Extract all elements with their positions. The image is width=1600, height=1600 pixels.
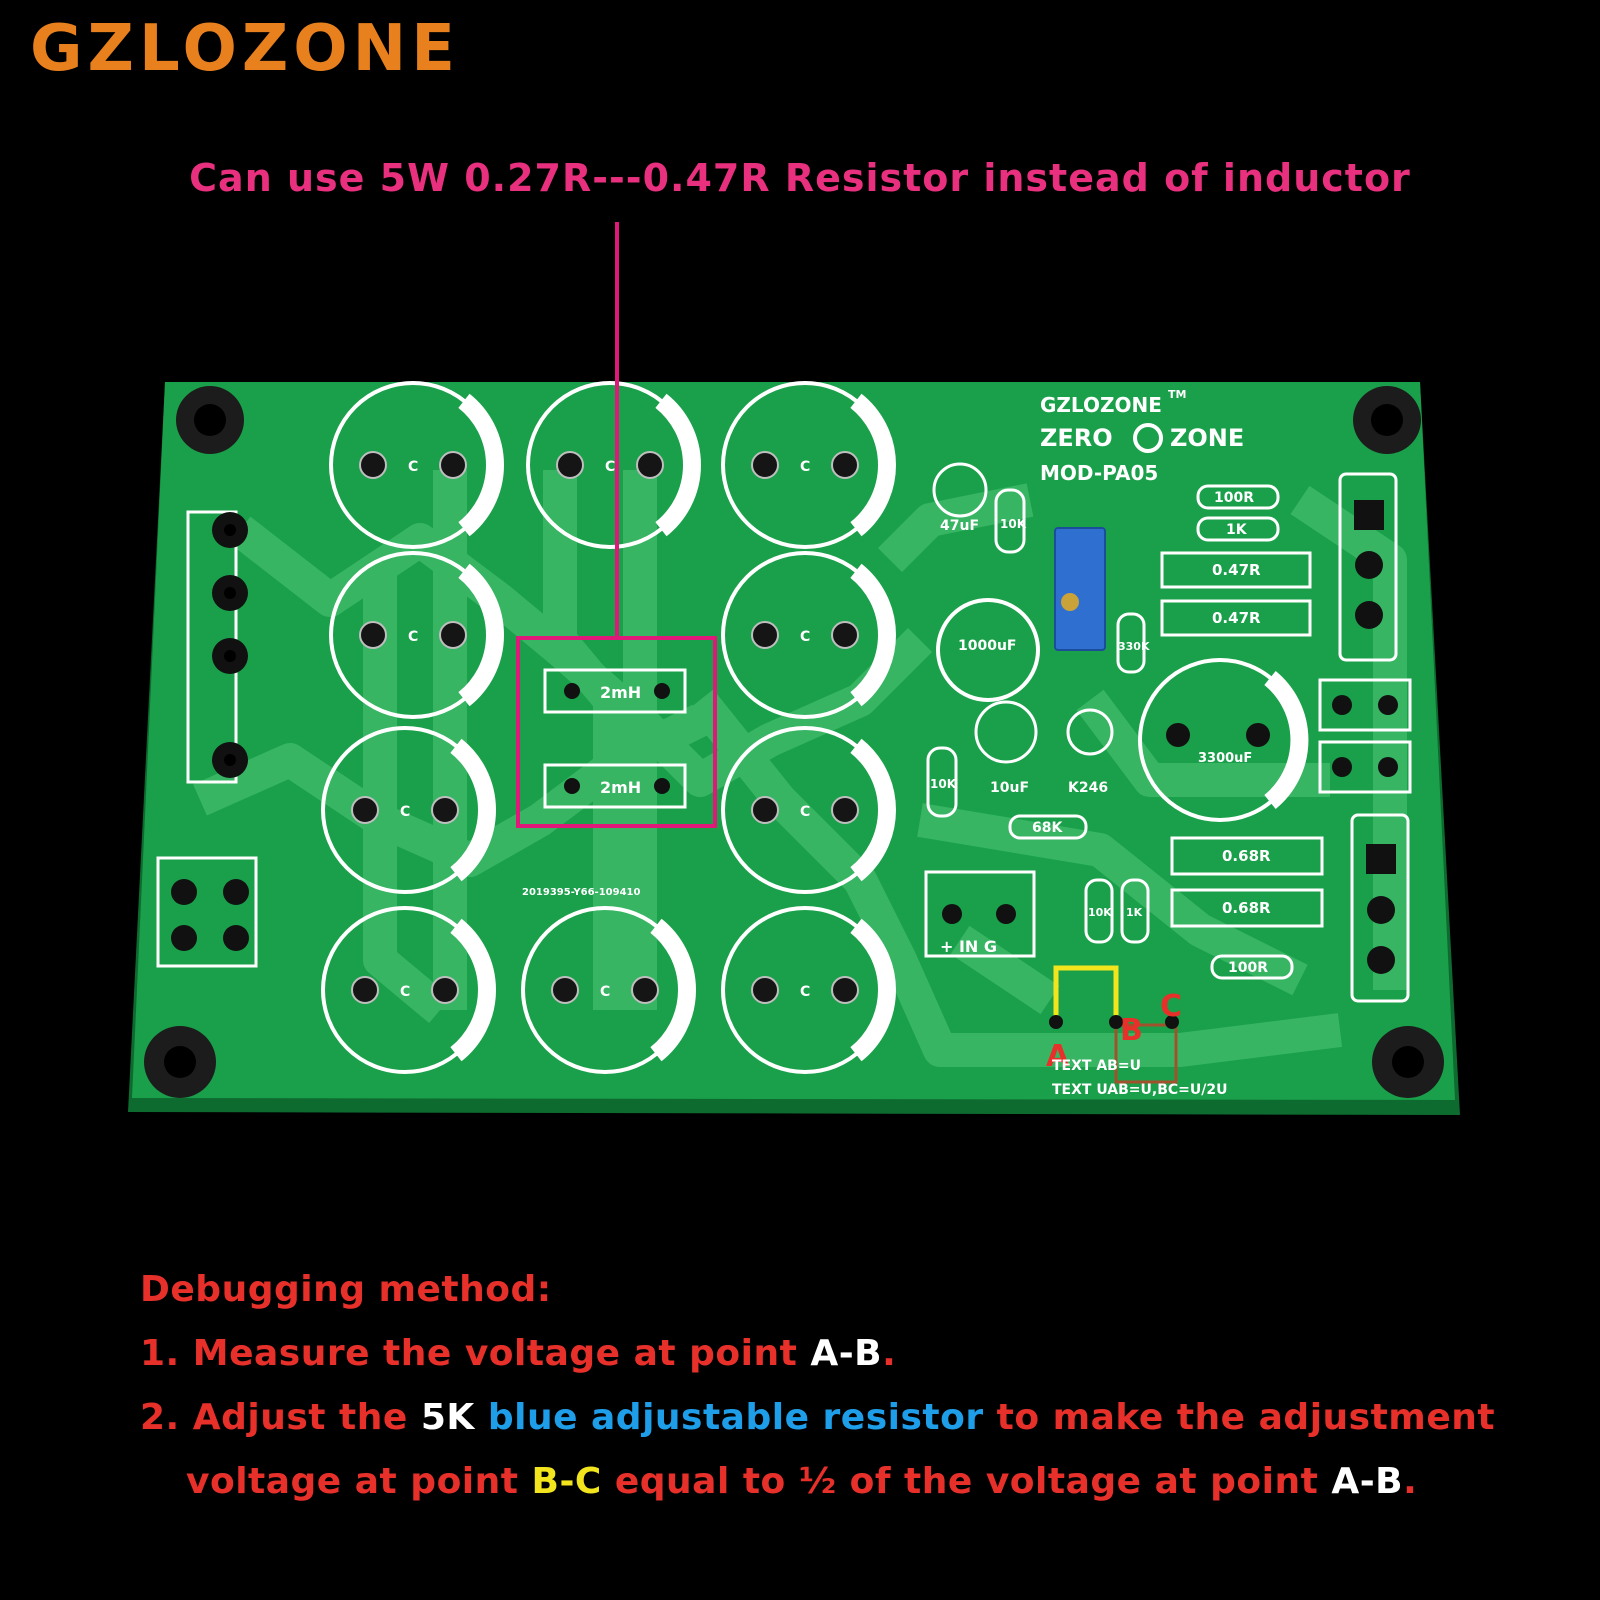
label-10uf: 10uF (990, 780, 1029, 796)
capacitor-marking: C (400, 804, 410, 820)
step-2-middle: equal to ½ of the voltage at point (601, 1461, 1332, 1502)
yellow-jumper-wire (1053, 965, 1119, 1022)
capacitor-footprint: C (521, 906, 696, 1074)
label-10k-a: 10K (1000, 517, 1027, 531)
label-330k: 330K (1118, 640, 1150, 653)
inductor-label-bottom: 2mH (600, 778, 641, 797)
label-k246: K246 (1068, 780, 1108, 796)
instructions-heading: Debugging method: (140, 1269, 552, 1310)
step-2-rest: to make the adjustment (983, 1397, 1496, 1438)
label-3300uf: 3300uF (1198, 751, 1252, 766)
label-068r-b: 0.68R (1222, 899, 1271, 917)
capacitor-footprint: C (321, 726, 496, 894)
capacitor-footprints: C C C C C C C C C C (321, 381, 896, 1074)
label-10k-c: 10K (1088, 906, 1112, 919)
capacitor-marking: C (605, 459, 615, 475)
brand-title: GZLOZONE (30, 12, 460, 86)
step-1-text: 1. Measure the voltage at point (140, 1333, 811, 1374)
step-2-line2-start: voltage at point (186, 1461, 532, 1502)
step-2-value: 5K (420, 1397, 475, 1438)
label-input-terminal: + IN G (940, 937, 997, 956)
capacitor-marking: C (400, 984, 410, 1000)
blue-trimmer-potentiometer (1054, 527, 1106, 651)
bc-bracket (1114, 1023, 1178, 1084)
capacitor-footprint: C (721, 726, 896, 894)
callout-highlight-box (516, 636, 717, 828)
capacitor-marking: C (800, 459, 810, 475)
capacitor-marking: C (800, 804, 810, 820)
label-1000uf: 1000uF (958, 638, 1017, 654)
inductor-label-top: 2mH (600, 683, 641, 702)
step-2-end: . (1403, 1461, 1418, 1502)
label-047r-b: 0.47R (1212, 609, 1261, 627)
capacitor-footprint: C (721, 906, 896, 1074)
instructions-step-1: 1. Measure the voltage at point A-B. (140, 1322, 1560, 1386)
step-1-end: . (882, 1333, 897, 1374)
pcb-logo-block: GZLOZONE TM ZERO ZONE MOD-PA05 (1040, 388, 1244, 485)
capacitor-marking: C (408, 629, 418, 645)
capacitor-marking: C (600, 984, 610, 1000)
test-point-c-label: C (1160, 989, 1182, 1024)
label-100r-a: 100R (1214, 490, 1254, 506)
label-1k-a: 1K (1226, 522, 1248, 538)
capacitor-footprint: C (526, 381, 701, 549)
pcb-logo-left: ZERO (1040, 424, 1113, 452)
capacitor-marking: C (800, 984, 810, 1000)
inductor-callout-text: Can use 5W 0.27R---0.47R Resistor instea… (189, 156, 1411, 200)
label-1k-b: 1K (1126, 906, 1143, 919)
test-note-line1: TEXT AB=U (1052, 1058, 1141, 1074)
mounting-holes (144, 386, 1444, 1098)
step-2-space (475, 1397, 488, 1438)
step-2-point-ab: A-B (1331, 1461, 1404, 1502)
pcb-logo-right: ZONE (1170, 424, 1244, 452)
test-point-a-label: A (1046, 1039, 1070, 1074)
power-connector (186, 510, 248, 784)
label-047r-a: 0.47R (1212, 561, 1261, 579)
capacitor-footprint: C (721, 381, 896, 549)
four-pin-connector (156, 856, 258, 968)
capacitor-marking: C (408, 459, 418, 475)
instructions-step-2-line-1: 2. Adjust the 5K blue adjustable resisto… (140, 1386, 1560, 1450)
inductor-footprints: 2mH 2mH (543, 668, 687, 809)
test-points: A B C TEXT AB=U TEXT UAB=U,BC=U/2U (1046, 965, 1227, 1098)
small-components: 47uF 10K 100R 1K 0.47R 0.47R 330K 1000uF… (924, 462, 1412, 1003)
label-47uf: 47uF (940, 518, 979, 534)
capacitor-footprint: C (329, 381, 504, 549)
pcb-logo-mark (1133, 423, 1163, 453)
label-100r-b: 100R (1228, 960, 1268, 976)
pcb-tm: TM (1168, 388, 1186, 401)
capacitor-footprint: C (321, 906, 496, 1074)
label-068r-a: 0.68R (1222, 847, 1271, 865)
step-2-component: blue adjustable resistor (487, 1397, 984, 1438)
step-2-lead: 2. Adjust the (140, 1397, 421, 1438)
label-10k-b: 10K (930, 777, 957, 791)
test-point-b-label: B (1120, 1013, 1143, 1048)
serial-number: 2019395-Y66-109410 (522, 887, 640, 898)
instructions-step-2-line-2: voltage at point B-C equal to ½ of the v… (140, 1450, 1560, 1514)
capacitor-footprint: C (721, 551, 896, 719)
step-1-point: A-B (810, 1333, 883, 1374)
debugging-instructions: Debugging method: 1. Measure the voltage… (140, 1258, 1560, 1514)
capacitor-footprint: C (329, 551, 504, 719)
label-68k: 68K (1032, 820, 1063, 836)
pcb-model: MOD-PA05 (1040, 461, 1158, 485)
step-2-point-bc: B-C (531, 1461, 602, 1502)
test-note-line2: TEXT UAB=U,BC=U/2U (1052, 1082, 1227, 1098)
capacitor-marking: C (800, 629, 810, 645)
pcb-brand: GZLOZONE (1040, 393, 1162, 417)
